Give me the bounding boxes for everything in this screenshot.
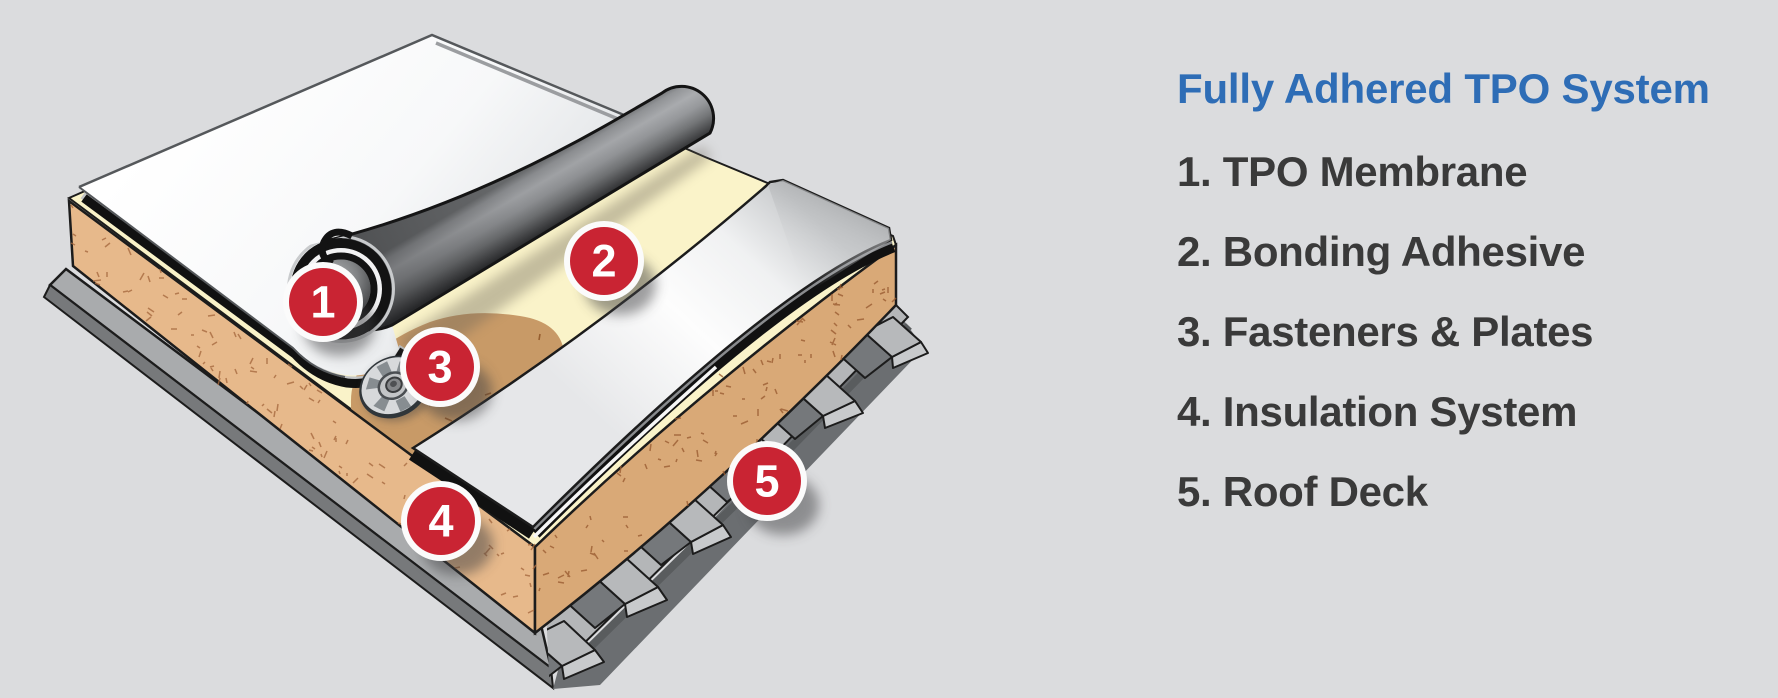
svg-text:2: 2 <box>591 236 616 287</box>
svg-text:4: 4 <box>428 496 453 547</box>
svg-text:3: 3 <box>427 342 452 393</box>
svg-text:1: 1 <box>310 277 335 328</box>
svg-text:5: 5 <box>754 456 779 507</box>
